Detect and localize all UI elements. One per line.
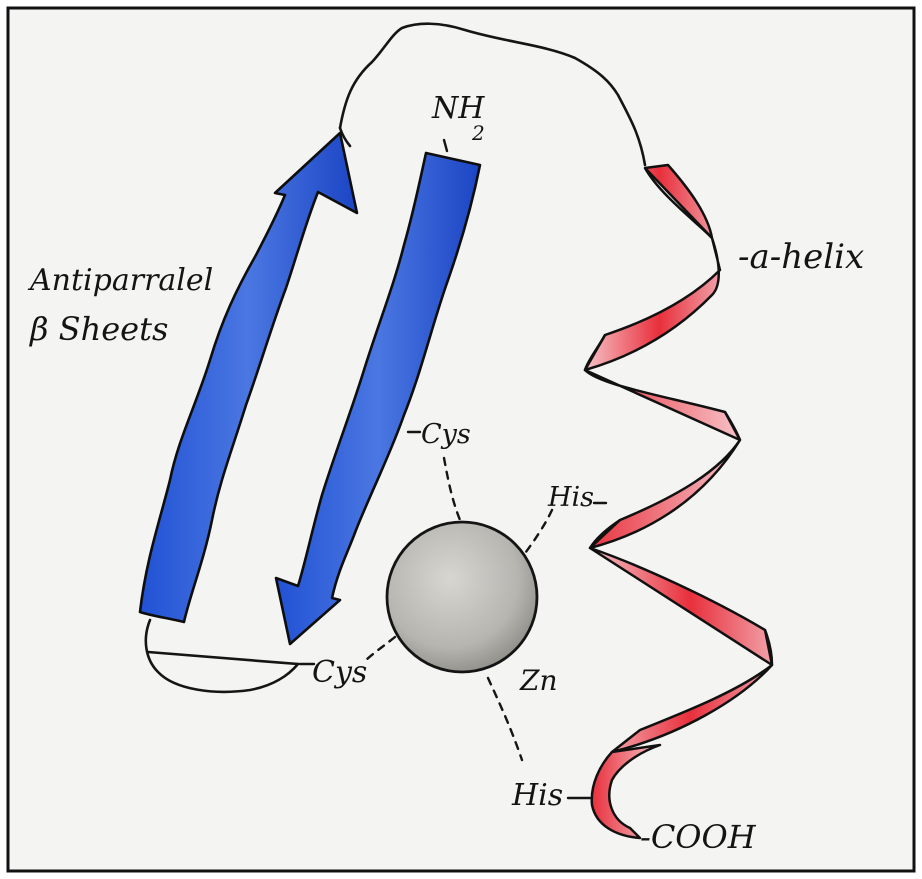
zinc-ion <box>387 522 537 672</box>
label-cys-lower: Cys <box>312 655 367 690</box>
label-cys-upper: Cys <box>421 419 471 450</box>
label-zinc: Zn <box>519 664 558 697</box>
label-beta-line2: β Sheets <box>29 310 168 348</box>
label-carboxyl-terminus: -COOH <box>640 818 757 856</box>
label-his-lower: His <box>511 778 563 813</box>
label-beta-line1: Antiparralel <box>27 263 213 298</box>
label-alpha-helix: -a-helix <box>738 237 864 277</box>
label-amino-subscript: 2 <box>471 121 485 145</box>
label-his-upper: His <box>547 482 594 513</box>
